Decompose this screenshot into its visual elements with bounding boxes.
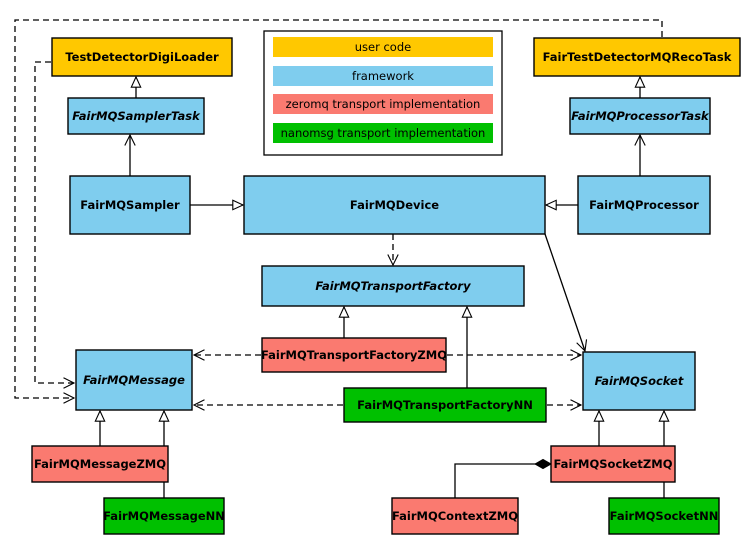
class-node-FairMQMessageZMQ[interactable]: FairMQMessageZMQ [31,445,169,483]
class-node-FairMQTransportFactoryZMQ[interactable]: FairMQTransportFactoryZMQ [261,337,447,373]
class-node-FairMQSocketZMQ[interactable]: FairMQSocketZMQ [550,445,676,483]
class-name-label: FairMQSampler [80,198,180,212]
class-name-label: FairMQTransportFactoryZMQ [261,348,447,362]
class-box[interactable] [608,497,720,535]
legend-swatch-framework [273,66,493,86]
class-node-FairMQDevice[interactable]: FairMQDevice [243,175,546,235]
class-box[interactable] [582,351,696,411]
class-box[interactable] [261,337,447,373]
legend-label-user-code: user code [355,40,411,54]
class-box[interactable] [103,497,225,535]
class-node-FairMQTransportFactoryNN[interactable]: FairMQTransportFactoryNN [343,387,547,423]
class-name-label: FairMQTransportFactoryNN [357,398,533,412]
class-node-TestDetectorDigiLoader[interactable]: TestDetectorDigiLoader [51,37,233,77]
class-box[interactable] [261,265,525,307]
class-node-FairMQSamplerTask[interactable]: FairMQSamplerTask [67,97,205,135]
class-node-FairMQSocketNN[interactable]: FairMQSocketNN [608,497,720,535]
class-name-label: FairMQMessageZMQ [34,457,166,471]
class-box[interactable] [75,349,193,411]
class-node-FairMQProcessorTask[interactable]: FairMQProcessorTask [569,97,711,135]
class-box[interactable] [343,387,547,423]
class-node-FairTestDetectorMQRecoTask[interactable]: FairTestDetectorMQRecoTask [533,37,741,77]
legend-label-framework: framework [352,69,414,83]
class-node-FairMQSampler[interactable]: FairMQSampler [69,175,191,235]
class-box[interactable] [51,37,233,77]
edge-recotask-message [14,19,663,404]
class-name-label: FairMQMessageNN [103,509,225,523]
class-name-label: FairMQSocket [595,374,684,388]
class-name-label: FairMQTransportFactory [315,279,471,293]
class-box[interactable] [69,175,191,235]
class-box[interactable] [31,445,169,483]
class-box[interactable] [569,97,711,135]
class-node-FairMQProcessor[interactable]: FairMQProcessor [577,175,711,235]
class-name-label: FairMQSocketNN [610,509,719,523]
edge-device-socket [544,233,588,353]
legend-label-nanomsg: nanomsg transport implementation [281,126,486,140]
class-node-FairMQMessageNN[interactable]: FairMQMessageNN [103,497,225,535]
class-node-FairMQSocket[interactable]: FairMQSocket [582,351,696,411]
class-name-label: FairMQProcessorTask [571,109,710,123]
class-box[interactable] [67,97,205,135]
class-node-FairMQContextZMQ[interactable]: FairMQContextZMQ [391,497,519,535]
class-name-label: FairMQProcessor [589,198,699,212]
class-name-label: TestDetectorDigiLoader [65,50,219,64]
legend: user code framework zeromq transport imp… [263,30,503,156]
class-box[interactable] [577,175,711,235]
legend-swatch-zeromq [273,94,493,114]
class-name-label: FairMQSamplerTask [72,109,201,123]
legend-label-zeromq: zeromq transport implementation [286,97,481,111]
class-box[interactable] [533,37,741,77]
class-name-label: FairMQMessage [83,373,185,387]
legend-swatch-nanomsg [273,123,493,143]
class-name-label: FairTestDetectorMQRecoTask [543,50,732,64]
edge-contextzmq-socketzmq [454,464,551,498]
class-box[interactable] [391,497,519,535]
class-node-FairMQMessage[interactable]: FairMQMessage [75,349,193,411]
class-nodes: TestDetectorDigiLoaderFairMQSamplerTaskF… [31,37,741,535]
class-name-label: FairMQDevice [350,198,439,212]
class-node-FairMQTransportFactory[interactable]: FairMQTransportFactory [261,265,525,307]
class-box[interactable] [243,175,546,235]
class-name-label: FairMQSocketZMQ [554,457,673,471]
class-box[interactable] [550,445,676,483]
class-name-label: FairMQContextZMQ [392,509,518,523]
legend-swatch-user-code [273,37,493,57]
